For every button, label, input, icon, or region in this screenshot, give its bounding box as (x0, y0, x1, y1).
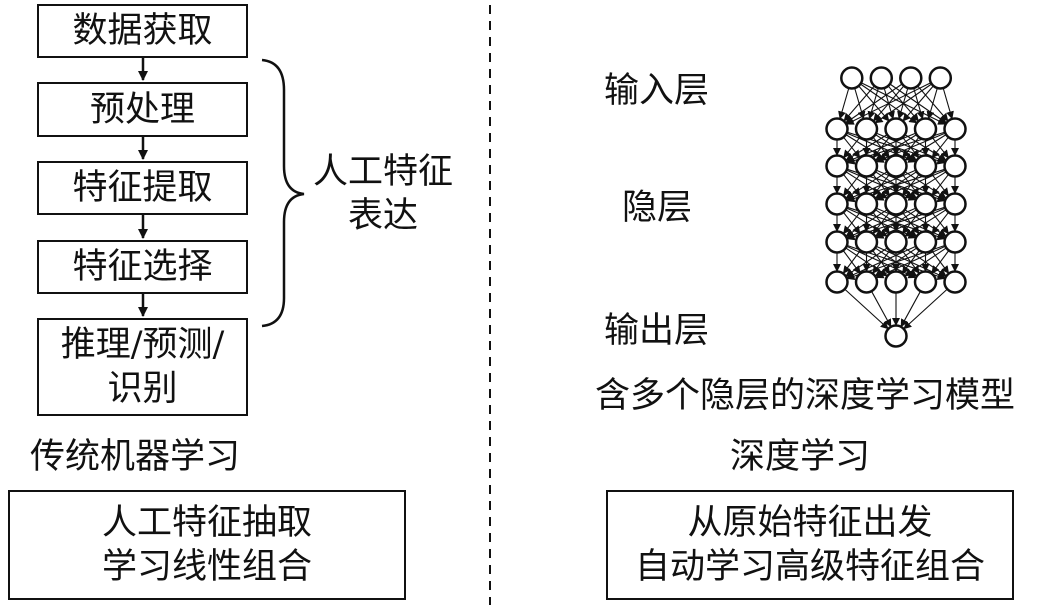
step-box-feature-extraction: 特征提取 (37, 161, 248, 215)
network-edge (846, 245, 917, 279)
summary-box-deep-learning: 从原始特征出发 自动学习高级特征组合 (606, 490, 1014, 600)
step-label-line2: 识别 (107, 369, 178, 409)
network-edge (838, 87, 850, 120)
network-edge (904, 134, 947, 161)
input-node (840, 66, 864, 90)
hidden-node (825, 117, 849, 141)
brace-label-line1: 人工特征 (312, 152, 453, 192)
output-layer-label: 输出层 (604, 311, 710, 351)
summary-line2: 学习线性组合 (101, 547, 312, 587)
hidden-node (913, 270, 938, 294)
network-edge (875, 132, 946, 163)
network-edge (931, 173, 950, 197)
network-edge (902, 85, 934, 122)
input-layer-label: 输入层 (604, 71, 710, 111)
step-box-data-acquisition: 数据获取 (37, 4, 248, 58)
network-edge (926, 87, 938, 120)
network-edge (931, 211, 950, 235)
curly-brace (261, 58, 305, 328)
network-edge (904, 171, 947, 199)
network-edge (903, 288, 948, 330)
step-label: 数据获取 (72, 11, 213, 51)
hidden-node (913, 230, 938, 254)
network-edge (942, 87, 954, 120)
step-box-preprocessing: 预处理 (37, 82, 248, 137)
hidden-node (884, 270, 908, 294)
hidden-node (943, 117, 967, 141)
hidden-node (884, 154, 908, 178)
step-label: 特征选择 (72, 247, 213, 287)
hidden-layer-label: 隐层 (622, 188, 693, 228)
hidden-node (854, 117, 879, 141)
network-edge (846, 132, 917, 163)
hidden-node (913, 154, 938, 178)
network-edge (904, 247, 947, 277)
network-edge (846, 169, 917, 201)
network-edges (833, 82, 959, 330)
step-box-inference: 推理/预测/ 识别 (37, 318, 248, 416)
hidden-node (825, 192, 849, 216)
step-label: 预处理 (89, 89, 195, 130)
brace-label: 人工特征 表达 (308, 150, 458, 238)
hidden-node (825, 230, 849, 254)
input-node (899, 66, 923, 90)
input-node (928, 66, 953, 90)
brace-label-line2: 表达 (347, 196, 418, 236)
hidden-node (854, 154, 879, 178)
hidden-node (913, 192, 938, 216)
hidden-node (854, 270, 879, 294)
summary-line2: 自动学习高级特征组合 (634, 547, 985, 587)
network-edge (904, 209, 947, 237)
network-edge (875, 245, 946, 279)
summary-line1: 人工特征抽取 (101, 503, 312, 543)
hidden-node (943, 230, 967, 254)
network-edge (846, 207, 917, 239)
network-edge (931, 250, 950, 274)
hidden-node (854, 192, 879, 216)
caption-deep-learning: 深度学习 (729, 437, 870, 477)
output-node (884, 324, 908, 348)
hidden-node (884, 192, 908, 216)
input-node (869, 66, 894, 90)
network-edge (844, 288, 889, 330)
hidden-node (825, 270, 849, 294)
network-edge (845, 82, 932, 125)
network-edge (871, 290, 892, 328)
network-edge (874, 83, 932, 124)
step-box-feature-selection: 特征选择 (37, 240, 248, 294)
network-edge (875, 207, 946, 239)
step-label-line1: 推理/预测/ (60, 325, 225, 365)
hidden-node (884, 117, 908, 141)
hidden-node (943, 154, 967, 178)
hidden-node (854, 230, 879, 254)
hidden-node (825, 154, 849, 178)
step-label: 特征提取 (72, 168, 213, 208)
hidden-node (943, 192, 967, 216)
network-edge (845, 83, 903, 124)
caption-traditional-ml: 传统机器学习 (29, 437, 240, 477)
summary-line1: 从原始特征出发 (687, 503, 933, 543)
model-caption: 含多个隐层的深度学习模型 (594, 376, 1015, 416)
hidden-node (943, 270, 967, 294)
network-edge (900, 290, 921, 328)
network-edge (931, 136, 949, 159)
network-nodes (825, 66, 967, 348)
hidden-node (884, 230, 908, 254)
summary-box-traditional: 人工特征抽取 学习线性组合 (8, 490, 406, 600)
hidden-node (913, 117, 938, 141)
network-edge (843, 85, 875, 122)
network-edge (875, 169, 946, 201)
